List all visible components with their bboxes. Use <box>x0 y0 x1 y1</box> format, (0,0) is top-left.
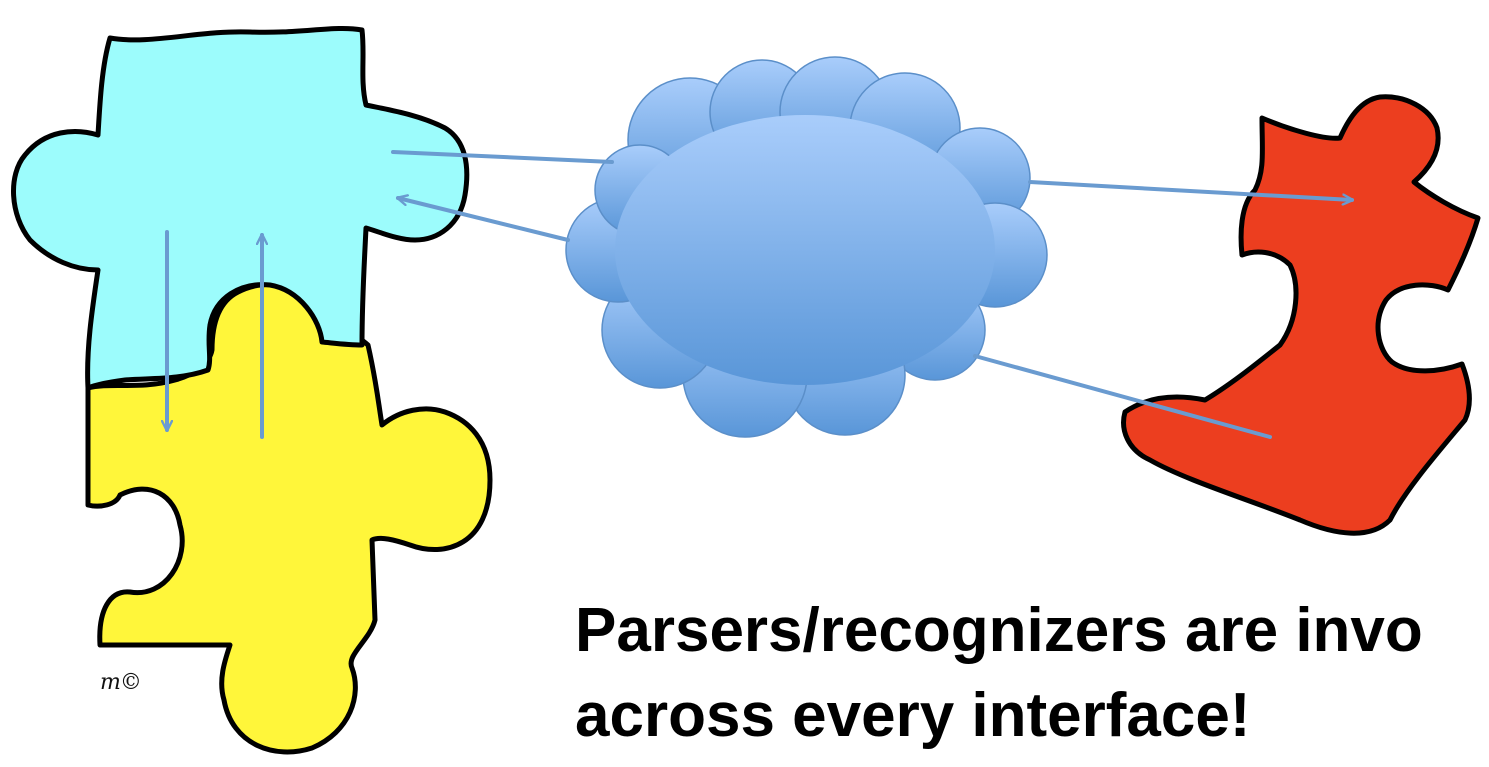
cloud-icon <box>565 56 1048 438</box>
arrow-cyan-to-cloud <box>391 150 614 164</box>
caption-line-1: Parsers/recognizers are invo <box>575 596 1423 665</box>
arrows <box>167 150 1352 439</box>
puzzle-piece-red <box>1121 94 1481 536</box>
artist-signature: m© <box>100 670 142 695</box>
caption-line-2: across every interface! <box>575 681 1251 750</box>
arrow-cloud-to-cyan <box>398 198 570 242</box>
arrow-red-to-cloud <box>973 354 1272 439</box>
puzzle-piece-cyan <box>11 26 470 391</box>
caption: Parsers/recognizers are invo across ever… <box>575 588 1423 758</box>
arrow-cloud-to-red <box>1028 180 1352 200</box>
